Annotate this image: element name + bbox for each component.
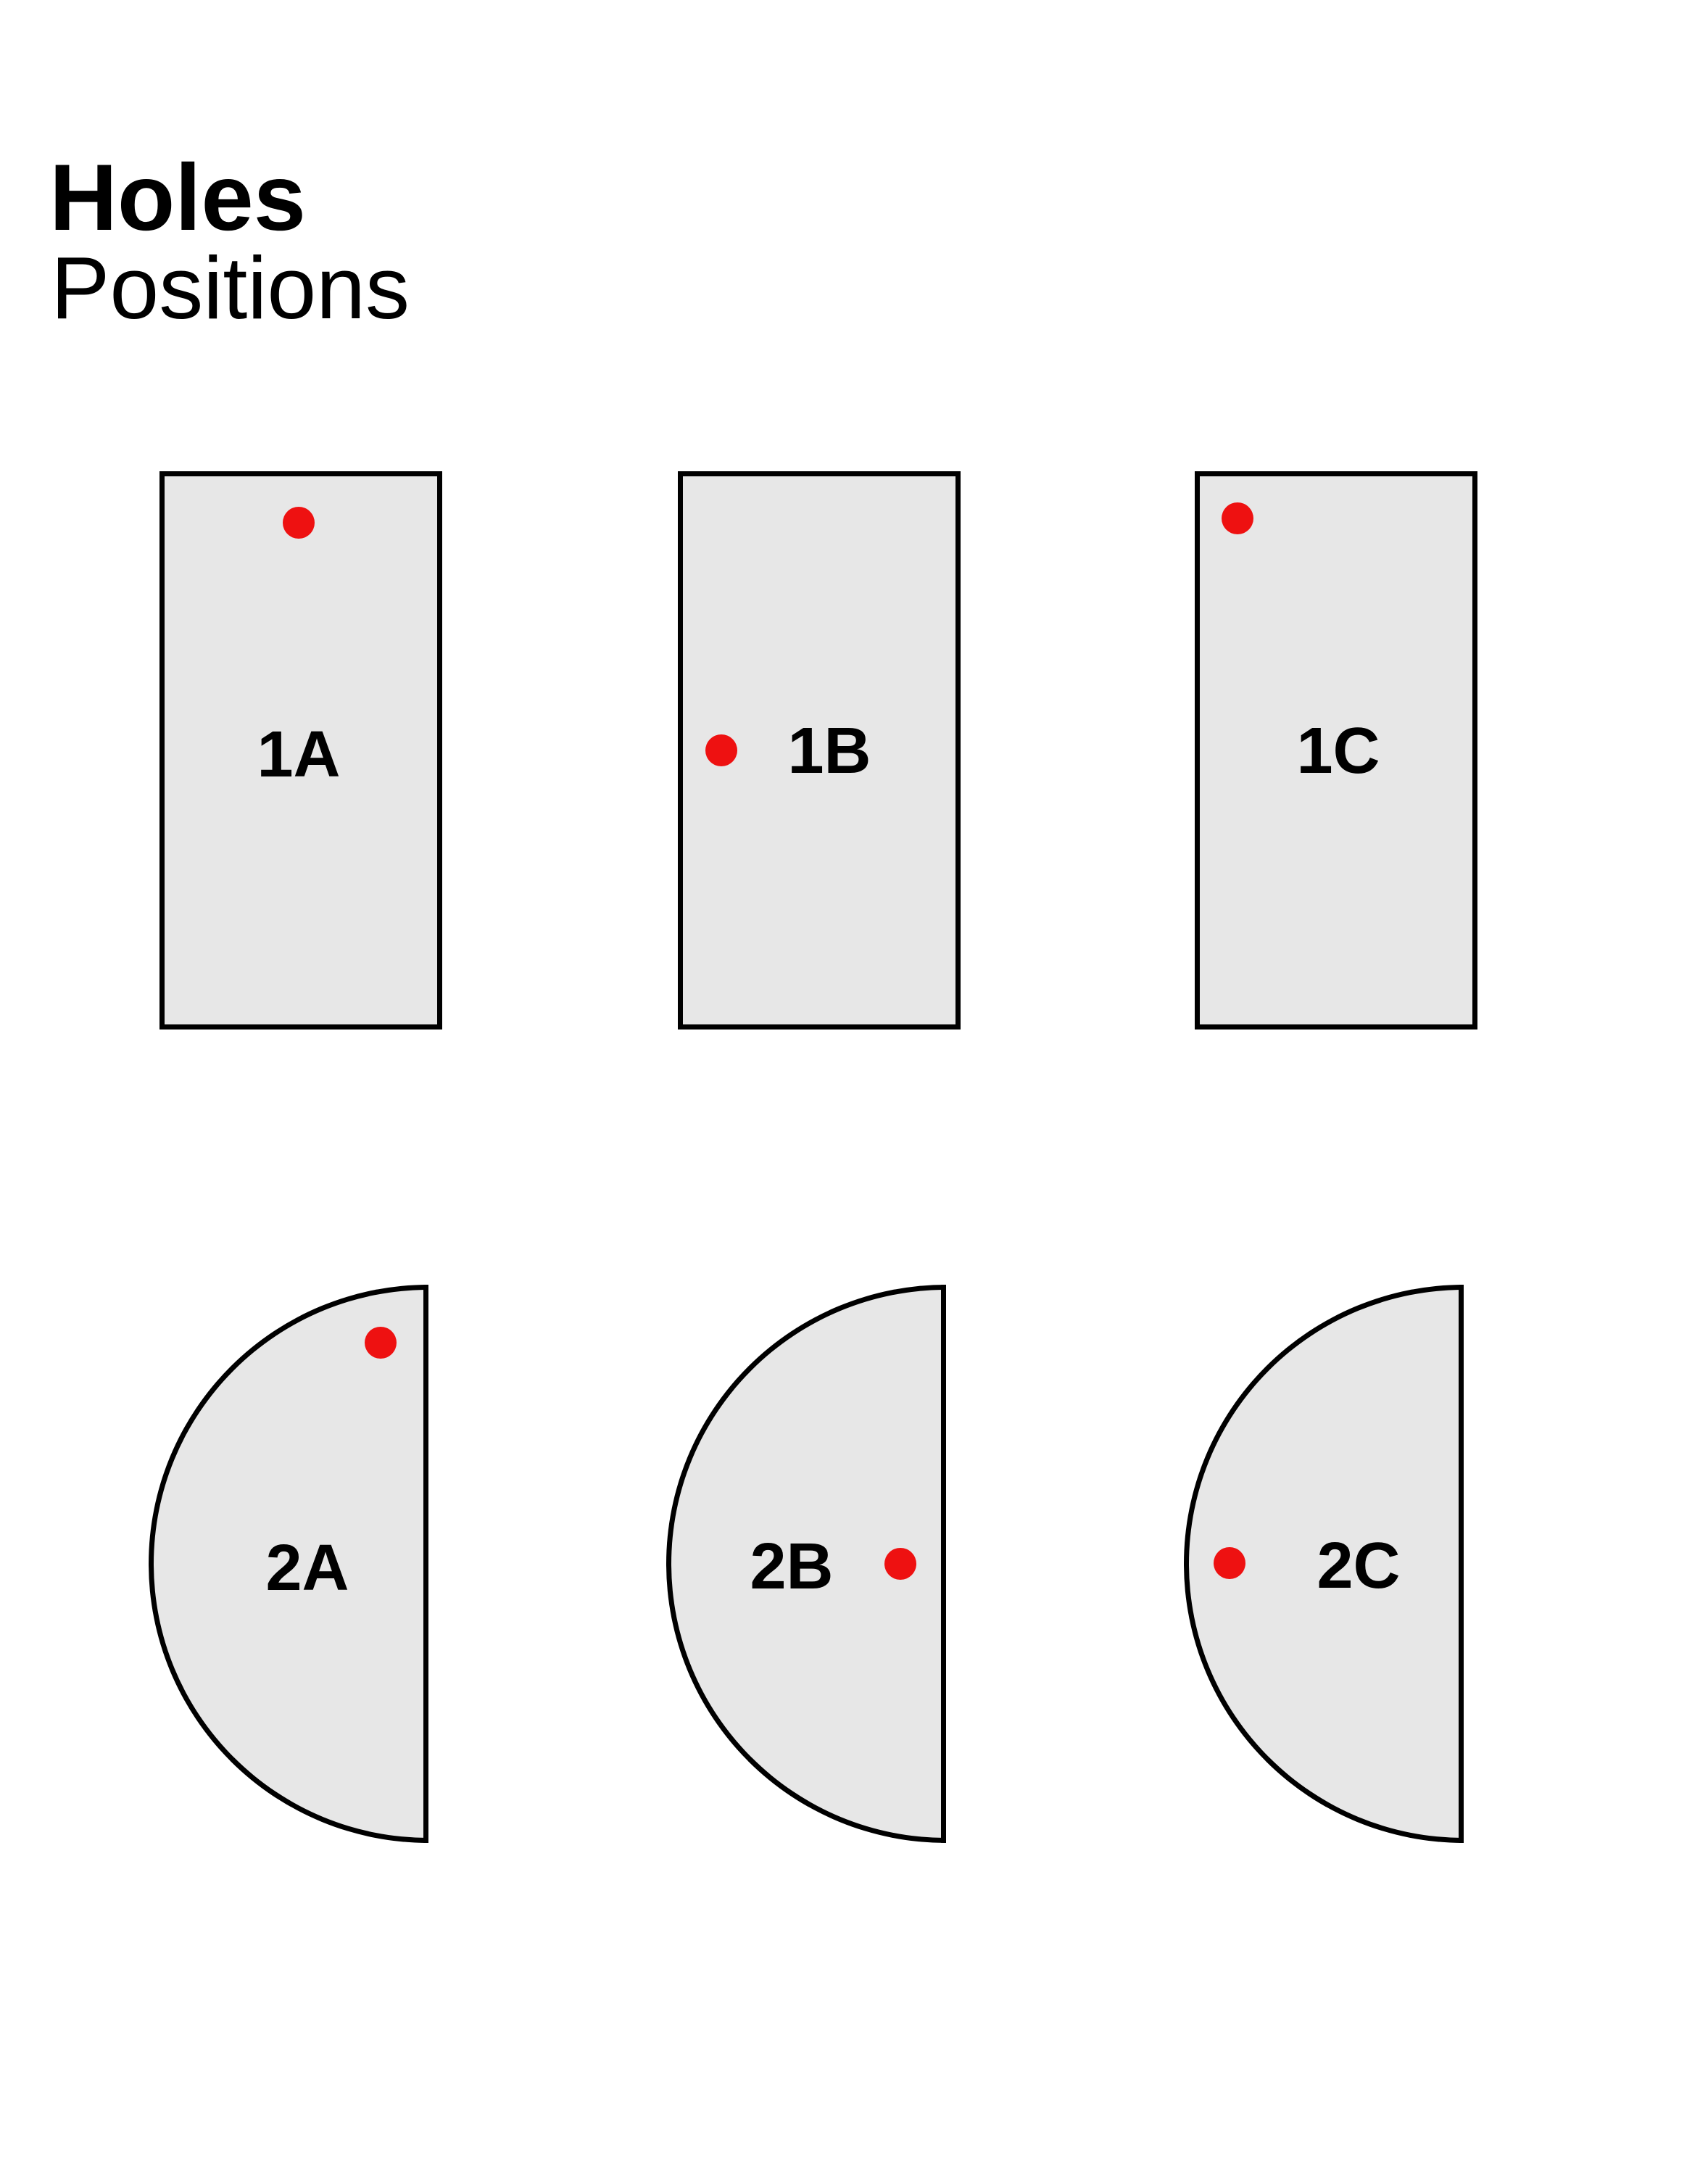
hole-dot-1c: [1222, 502, 1253, 534]
shape-label-1c: 1C: [1296, 715, 1380, 787]
hole-dot-2b: [884, 1548, 916, 1580]
hole-dot-1a: [283, 507, 315, 539]
hole-dot-2c: [1214, 1547, 1245, 1579]
hole-dot-1b: [705, 734, 737, 766]
shape-label-2b: 2B: [750, 1530, 834, 1603]
shape-label-1a: 1A: [257, 718, 341, 791]
shape-1a-rectangle: [159, 471, 442, 1030]
page-subtitle: Positions: [51, 239, 410, 337]
shape-label-1b: 1B: [787, 715, 871, 787]
shape-label-2c: 2C: [1317, 1530, 1401, 1602]
shape-1c-rectangle: [1195, 471, 1477, 1030]
page-title: Holes: [49, 144, 307, 250]
shape-label-2a: 2A: [265, 1532, 349, 1604]
hole-dot-2a: [365, 1327, 397, 1359]
